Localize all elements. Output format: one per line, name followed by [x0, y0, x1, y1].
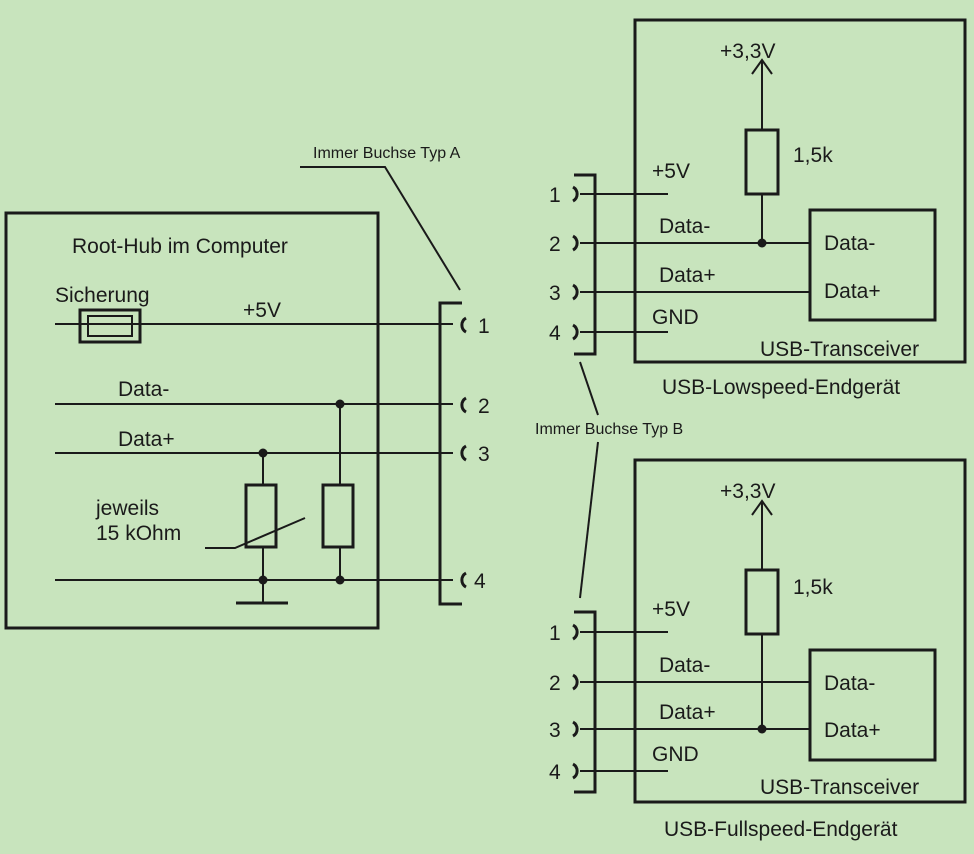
host-dminus-label: Data- [118, 378, 169, 401]
socket-a-contact [460, 571, 467, 589]
fullspeed-vcc-arrow [751, 499, 773, 516]
lowspeed-connector-contact [572, 323, 579, 341]
host-dplus-label: Data+ [118, 428, 175, 451]
fullspeed-chip-dminus: Data- [824, 672, 875, 695]
fullspeed-caption: USB-Fullspeed-Endgerät [664, 818, 898, 841]
root-hub: Root-Hub im Computer Sicherung +5V Data-… [4, 211, 453, 630]
root-hub-frame [4, 211, 380, 630]
fullspeed-pin: 1 [549, 622, 561, 645]
lowspeed-gnd-label: GND [652, 306, 699, 329]
junction-dot [757, 724, 767, 734]
lowspeed-dminus-label: Data- [659, 215, 710, 238]
socket-a-bracket [438, 301, 462, 606]
socket-b-leader-up [579, 361, 599, 416]
fullspeed-pullup-resistor [744, 568, 780, 636]
lowspeed-frame [633, 18, 967, 364]
lowspeed-device: 1 2 3 4 +5V Data- Data+ GND +3,3V 1,5k D… [549, 18, 967, 399]
host-vcc-label: +5V [243, 299, 281, 322]
resistor-note-leader [205, 517, 306, 549]
fullspeed-vcc-label: +5V [652, 598, 690, 621]
fullspeed-vcc: +3,3V [720, 480, 775, 503]
fuse-inner [87, 315, 133, 337]
socket-a-pin: 1 [478, 315, 490, 338]
lowspeed-resistor-value: 1,5k [793, 144, 833, 167]
fullspeed-gnd-label: GND [652, 743, 699, 766]
lowspeed-pullup-resistor [744, 128, 780, 196]
fullspeed-device: 1 2 3 4 +5V Data- Data+ GND +3,3V 1,5k D… [549, 458, 967, 841]
lowspeed-connector-contact [572, 185, 579, 203]
fullspeed-dminus-label: Data- [659, 654, 710, 677]
fullspeed-dplus-label: Data+ [659, 701, 716, 724]
fuse-label: Sicherung [55, 284, 150, 307]
resistor-note-line1: jeweils [95, 497, 159, 520]
lowspeed-chip-dplus: Data+ [824, 280, 881, 303]
socket-b-leader-down [579, 441, 599, 599]
socket-a-pin: 4 [474, 570, 486, 593]
fullspeed-connector-contact [572, 623, 579, 641]
root-hub-title: Root-Hub im Computer [72, 235, 288, 258]
fullspeed-pin: 2 [549, 672, 561, 695]
lowspeed-pin: 3 [549, 282, 561, 305]
fullspeed-connector-contact [572, 673, 579, 691]
lowspeed-pin: 1 [549, 184, 561, 207]
junction-dot [757, 238, 767, 248]
lowspeed-connector-contact [572, 234, 579, 252]
socket-a-contact [460, 396, 467, 414]
fuse-symbol [78, 308, 142, 344]
lowspeed-caption: USB-Lowspeed-Endgerät [662, 376, 900, 399]
fullspeed-transceiver-label: USB-Transceiver [760, 776, 919, 799]
lowspeed-vcc-arrow [751, 58, 773, 75]
fullspeed-connector-contact [572, 762, 579, 780]
lowspeed-pin: 4 [549, 322, 561, 345]
socket-type-a: 1 2 3 4 Immer Buchse Typ A [300, 145, 490, 606]
lowspeed-connector-bracket [574, 173, 597, 356]
lowspeed-dplus-label: Data+ [659, 264, 716, 287]
lowspeed-vcc-label: +5V [652, 160, 690, 183]
socket-a-label: Immer Buchse Typ A [313, 145, 461, 162]
socket-a-contact [460, 316, 467, 334]
resistor-note-line2: 15 kOhm [96, 522, 181, 545]
socket-b-label: Immer Buchse Typ B [535, 421, 683, 438]
fullspeed-chip-dplus: Data+ [824, 719, 881, 742]
socket-a-contact [460, 444, 467, 462]
fullspeed-resistor-value: 1,5k [793, 576, 833, 599]
pulldown-resistor [321, 483, 355, 549]
lowspeed-transceiver-label: USB-Transceiver [760, 338, 919, 361]
socket-a-pin: 3 [478, 443, 490, 466]
lowspeed-chip-dminus: Data- [824, 232, 875, 255]
pulldown-resistor [244, 483, 278, 549]
lowspeed-vcc: +3,3V [720, 40, 775, 63]
lowspeed-connector-contact [572, 283, 579, 301]
fullspeed-connector-bracket [574, 610, 597, 794]
lowspeed-transceiver-chip [808, 208, 937, 322]
lowspeed-pin: 2 [549, 233, 561, 256]
fullspeed-connector-contact [572, 720, 579, 738]
socket-type-b-annotation: Immer Buchse Typ B [535, 361, 683, 599]
socket-a-pin: 2 [478, 395, 490, 418]
fullspeed-transceiver-chip [808, 648, 937, 762]
fullspeed-pin: 4 [549, 761, 561, 784]
socket-a-leader [300, 166, 461, 291]
fullspeed-pin: 3 [549, 719, 561, 742]
